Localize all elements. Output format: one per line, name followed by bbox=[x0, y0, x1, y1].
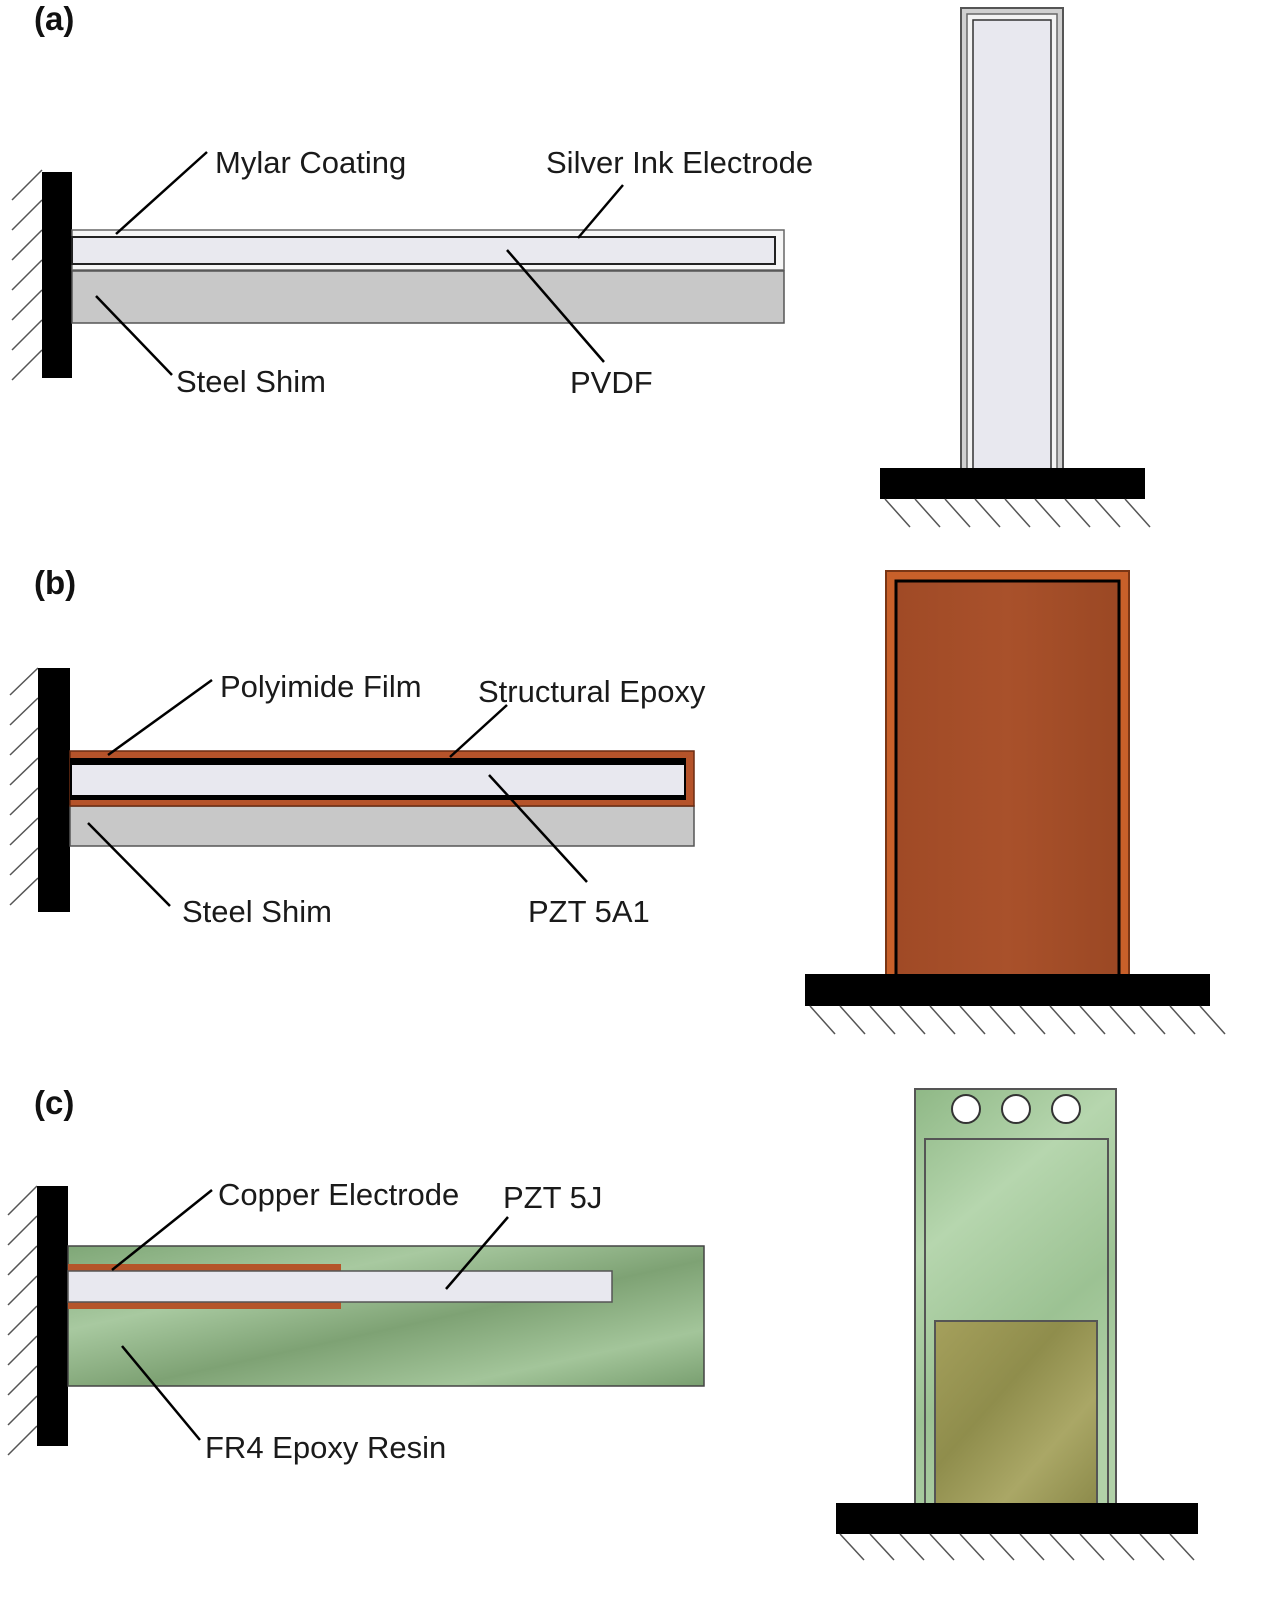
pzt-5j-patch bbox=[934, 1320, 1098, 1507]
label-pzt-5j: PZT 5J bbox=[503, 1180, 602, 1215]
pzt-5a1-layer bbox=[72, 765, 684, 795]
panel-a-label: (a) bbox=[34, 0, 74, 37]
label-silver-ink-electrode: Silver Ink Electrode bbox=[546, 145, 813, 180]
mounting-hole-3 bbox=[1051, 1094, 1081, 1124]
wall-hatch-a bbox=[11, 169, 43, 381]
pzt-5j-layer bbox=[67, 1270, 613, 1303]
callout-lines-a bbox=[95, 151, 624, 376]
wall-hatch-c bbox=[7, 1185, 38, 1456]
clamp-a bbox=[42, 172, 72, 378]
panel-b: (b) Polyimide Film Structural Epoxy Stee… bbox=[9, 564, 1226, 1035]
label-copper-electrode: Copper Electrode bbox=[218, 1177, 459, 1212]
front-view-c bbox=[836, 1088, 1198, 1561]
steel-shim-a bbox=[71, 270, 785, 324]
panel-a: (a) Mylar Coating Silver Ink Electrode S… bbox=[11, 0, 1151, 528]
label-steel-shim-b: Steel Shim bbox=[182, 894, 332, 929]
label-fr4-epoxy-resin: FR4 Epoxy Resin bbox=[205, 1430, 446, 1465]
mounting-hole-1 bbox=[951, 1094, 981, 1124]
label-pzt-5a1: PZT 5A1 bbox=[528, 894, 650, 929]
label-structural-epoxy: Structural Epoxy bbox=[478, 674, 706, 709]
label-steel-shim-a: Steel Shim bbox=[176, 364, 326, 399]
mounting-hole-2 bbox=[1001, 1094, 1031, 1124]
pvdf-layer bbox=[71, 236, 776, 265]
wall-hatch-b bbox=[9, 667, 39, 906]
panel-c-label: (c) bbox=[34, 1084, 74, 1121]
label-pvdf: PVDF bbox=[570, 365, 653, 400]
copper-electrode-top bbox=[68, 1264, 341, 1271]
callout-lines-c bbox=[111, 1189, 509, 1441]
copper-electrode-bottom bbox=[68, 1302, 341, 1309]
clamp-b bbox=[38, 668, 70, 912]
front-view-a bbox=[880, 7, 1151, 528]
clamp-c bbox=[37, 1186, 68, 1446]
front-view-b bbox=[805, 570, 1226, 1035]
steel-shim-b bbox=[69, 805, 695, 847]
label-mylar-coating: Mylar Coating bbox=[215, 145, 406, 180]
label-polyimide-film: Polyimide Film bbox=[220, 669, 422, 704]
callout-lines-b bbox=[87, 678, 588, 907]
panel-b-label: (b) bbox=[34, 564, 76, 601]
panel-c: (c) Copper Electrode PZT 5J FR4 Epoxy Re… bbox=[7, 1084, 1198, 1561]
